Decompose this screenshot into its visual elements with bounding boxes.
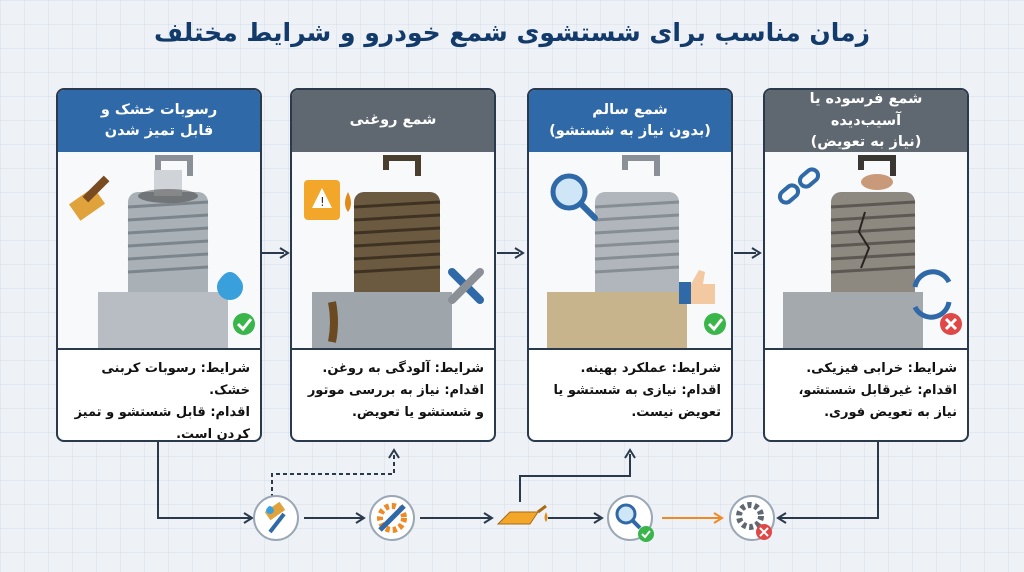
magnifier-check-flow-icon bbox=[607, 495, 654, 542]
spark-plug bbox=[98, 155, 228, 348]
oil-can-flow-icon bbox=[496, 504, 548, 525]
card-condition: شرایط: آلودگی به روغن. bbox=[322, 361, 484, 376]
card-action: اقدام: نیاز به بررسی موتور و شستشو یا تع… bbox=[307, 383, 484, 421]
card-action: اقدام: غیرقابل شستشو، نیاز به تعویض فوری… bbox=[798, 383, 957, 421]
magnifier-icon bbox=[550, 173, 598, 221]
brush-icon bbox=[68, 175, 110, 221]
arrow-icon bbox=[734, 247, 762, 259]
page-title: زمان مناسب برای شستشوی شمع خودرو و شرایط… bbox=[154, 18, 870, 47]
wrench-gear-flow-icon bbox=[369, 495, 415, 541]
spark-plug-image-dry bbox=[58, 152, 260, 350]
water-drop-check-icon bbox=[217, 272, 255, 335]
card-condition: شرایط: خرابی فیزیکی. bbox=[806, 361, 957, 376]
wrench-icon bbox=[448, 268, 484, 304]
spark-plug bbox=[312, 155, 452, 348]
card-header: شمع فرسوده یا آسیب‌دیده (نیاز به تعویض) bbox=[765, 90, 967, 152]
card-condition: شرایط: رسوبات کربنی خشک. bbox=[101, 361, 250, 399]
spark-plug-image-damaged bbox=[765, 152, 967, 350]
card-header: شمع سالم (بدون نیاز به شستشو) bbox=[529, 90, 731, 152]
spark-plug-image-oily: ! bbox=[292, 152, 494, 350]
arrow-icon bbox=[497, 247, 525, 259]
card-healthy-plug: شمع سالم (بدون نیاز به شستشو) bbox=[527, 88, 733, 442]
card-action: اقدام: نیازی به شستشو یا تعویض نیست. bbox=[553, 383, 721, 421]
card-header: شمع روغنی bbox=[292, 90, 494, 152]
oil-can-warning-icon: ! bbox=[304, 180, 351, 220]
gear-x-flow-icon bbox=[729, 495, 775, 541]
arrow-icon bbox=[262, 247, 290, 259]
card-dry-deposits: رسوبات خشک و قابل تمیز شدن bbox=[56, 88, 262, 442]
card-action: اقدام: قابل شستشو و تمیز کردن است. bbox=[74, 405, 250, 442]
card-condition: شرایط: عملکرد بهینه. bbox=[580, 361, 722, 376]
spark-plug bbox=[783, 155, 923, 348]
replace-x-icon bbox=[912, 269, 962, 335]
card-oily-plug: شمع روغنی ! bbox=[290, 88, 496, 442]
card-damaged-plug: شمع فرسوده یا آسیب‌دیده (نیاز به تعویض) bbox=[763, 88, 969, 442]
card-header: رسوبات خشک و قابل تمیز شدن bbox=[58, 90, 260, 152]
spark-plug bbox=[547, 155, 687, 348]
spark-plug-image-healthy bbox=[529, 152, 731, 350]
broken-chain-icon bbox=[777, 167, 821, 205]
thumbs-up-check-icon bbox=[679, 270, 726, 335]
brush-flow-icon bbox=[253, 495, 299, 541]
svg-text:!: ! bbox=[320, 195, 325, 209]
process-flow bbox=[157, 440, 879, 542]
